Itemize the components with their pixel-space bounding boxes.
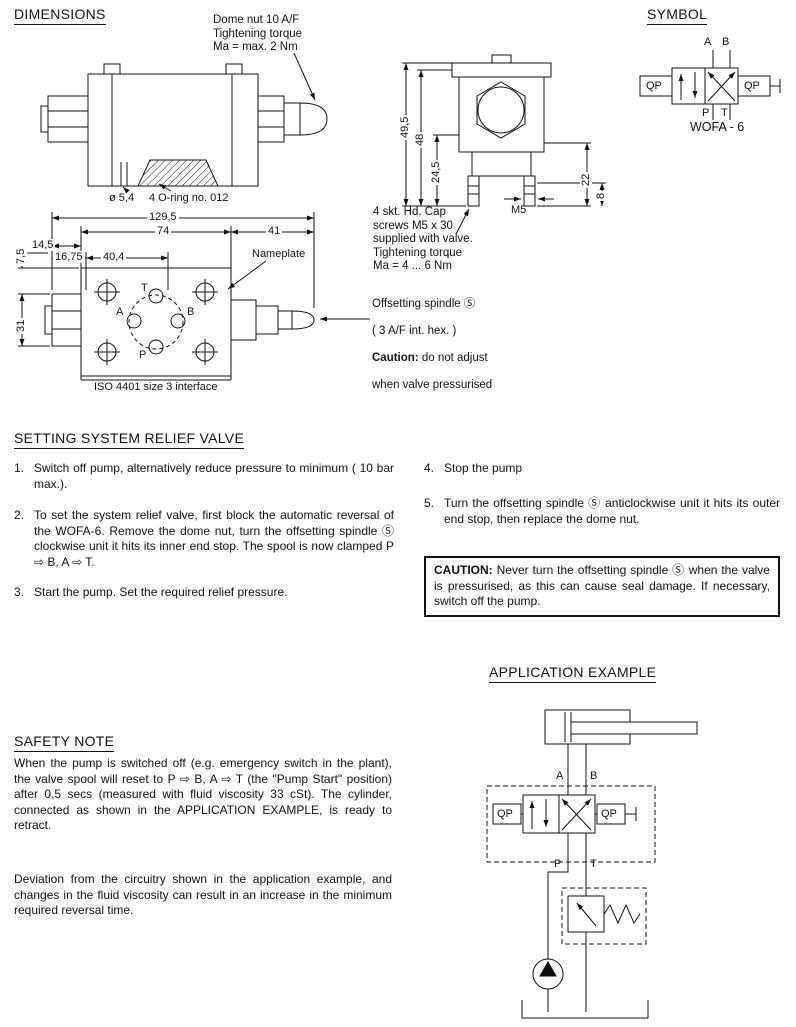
safety-paragraph-2: Deviation from the circuitry shown in th… xyxy=(14,872,392,917)
step-3-text: Start the pump. Set the required relief … xyxy=(34,585,288,599)
application-circuit-drawing xyxy=(486,709,698,1019)
setting-step-2: 2. To set the system relief valve, first… xyxy=(14,508,394,570)
symbol-port-t-label: T xyxy=(721,107,728,119)
dim-hex-width: 14,5 xyxy=(30,239,56,251)
spindle-note-line2: ( 3 A/F int. hex. ) xyxy=(372,324,457,337)
step-1-number: 1. xyxy=(14,461,25,475)
symbol-heading: SYMBOL xyxy=(647,6,708,25)
caution-box: CAUTION: Never turn the offsetting spind… xyxy=(424,556,780,617)
step-5-number: 5. xyxy=(424,496,435,510)
caution-text: Never turn the offsetting spindle Ⓢ when… xyxy=(434,563,770,608)
dim-body-length: 74 xyxy=(155,225,172,237)
symbol-port-p-label: P xyxy=(702,107,710,119)
step-2-text: To set the system relief valve, first bl… xyxy=(34,508,394,569)
symbol-port-b-label: B xyxy=(722,36,730,48)
spindle-caution-label: Caution: xyxy=(372,351,419,364)
dim-offset-7-5: 7,5 xyxy=(15,246,27,266)
oring-note-label: 4 O-ring no. 012 xyxy=(149,192,229,204)
spindle-caution-rest: do not adjust xyxy=(418,351,488,364)
app-port-a-label: A xyxy=(556,770,564,782)
spindle-note-line4: when valve pressurised xyxy=(372,378,493,391)
dim-height-8: 8 xyxy=(595,190,607,201)
app-qp-left-label: QP xyxy=(497,808,513,820)
dim-offset-40-4: 40,4 xyxy=(101,251,127,263)
m5-label: M5 xyxy=(511,204,527,216)
app-port-t-label: T xyxy=(590,858,597,870)
step-1-text: Switch off pump, alternatively reduce pr… xyxy=(34,461,394,491)
setting-step-5: 5. Turn the offsetting spindle Ⓢ anticlo… xyxy=(424,496,780,527)
symbol-model-label: WOFA - 6 xyxy=(690,120,745,134)
dim-height-22: 22 xyxy=(580,171,592,188)
offsetting-spindle-note: Offsetting spindle Ⓢ ( 3 A/F int. hex. )… xyxy=(372,284,492,406)
symbol-qp-left-label: QP xyxy=(646,80,662,92)
step-2-number: 2. xyxy=(14,508,25,522)
dome-nut-note: Dome nut 10 A/F Tightening torque Ma = m… xyxy=(213,14,303,53)
dim-height-24-5: 24,5 xyxy=(430,159,442,185)
top-view-port-a-label: A xyxy=(116,306,124,318)
dim-offset-16-75: 16,75 xyxy=(53,251,85,263)
top-view-port-t-label: T xyxy=(141,282,148,294)
valve-symbol-drawing xyxy=(639,50,781,120)
step-4-text: Stop the pump xyxy=(444,461,523,475)
step-4-number: 4. xyxy=(424,461,435,475)
setting-step-1: 1. Switch off pump, alternatively reduce… xyxy=(14,461,394,492)
symbol-qp-right-label: QP xyxy=(744,80,760,92)
spindle-note-line1: Offsetting spindle Ⓢ xyxy=(372,297,476,310)
dimensions-heading: DIMENSIONS xyxy=(14,6,106,25)
app-port-p-label: P xyxy=(554,858,562,870)
iso-interface-label: ISO 4401 size 3 interface xyxy=(94,381,218,393)
top-view-drawing xyxy=(18,212,370,381)
step-3-number: 3. xyxy=(14,585,25,599)
dim-spindle-length: 41 xyxy=(266,225,283,237)
application-heading: APPLICATION EXAMPLE xyxy=(489,664,657,683)
app-qp-right-label: QP xyxy=(601,808,617,820)
cap-screw-note: 4 skt. Hd. Cap screws M5 x 30 supplied w… xyxy=(373,206,473,272)
dim-height-49-5: 49,5 xyxy=(399,114,411,140)
caution-label: CAUTION: xyxy=(434,563,493,577)
dim-height-48: 48 xyxy=(414,131,426,148)
safety-note-heading: SAFETY NOTE xyxy=(14,733,115,752)
nameplate-label: Nameplate xyxy=(252,248,306,260)
step-5-text: Turn the offsetting spindle Ⓢ anticlockw… xyxy=(444,496,780,526)
top-view-port-b-label: B xyxy=(187,306,195,318)
setting-step-3: 3. Start the pump. Set the required reli… xyxy=(14,585,394,601)
symbol-port-a-label: A xyxy=(704,36,712,48)
side-view-drawing xyxy=(40,52,328,194)
dim-port-span-31: 31 xyxy=(15,317,27,334)
hole-diameter-label: ø 5,4 xyxy=(109,192,135,204)
app-port-b-label: B xyxy=(590,770,598,782)
dim-overall-length: 129,5 xyxy=(147,211,179,223)
spindle-note-line3: Caution: do not adjust xyxy=(372,352,492,366)
setting-step-4: 4. Stop the pump xyxy=(424,461,780,477)
safety-paragraph-1: When the pump is switched off (e.g. emer… xyxy=(14,756,392,832)
top-view-port-p-label: P xyxy=(139,349,147,361)
setting-relief-heading: SETTING SYSTEM RELIEF VALVE xyxy=(14,430,245,449)
